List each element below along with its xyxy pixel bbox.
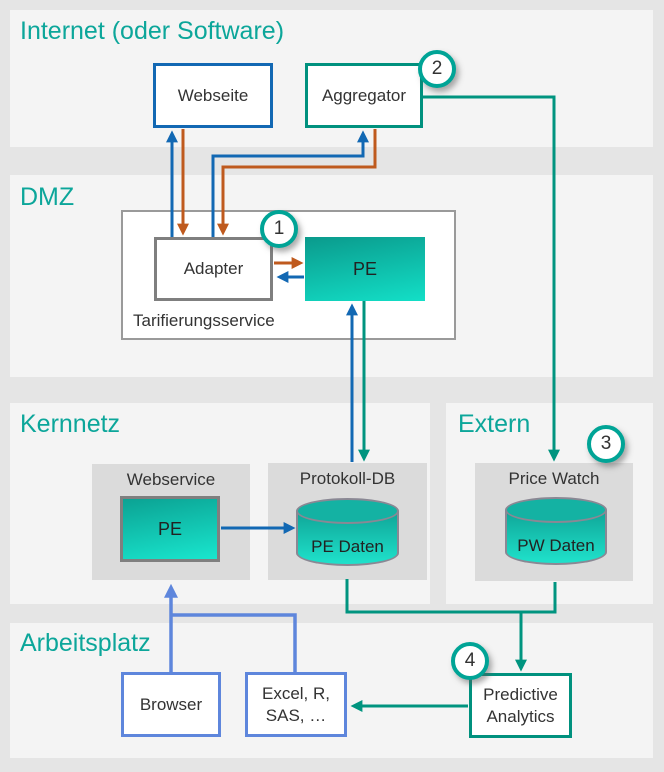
aggregator-node: Aggregator <box>305 63 423 128</box>
pw-daten-label: PW Daten <box>517 536 595 555</box>
zone-arbeitsplatz-title: Arbeitsplatz <box>20 629 151 657</box>
price-watch-panel-title: Price Watch <box>508 469 600 488</box>
browser-label: Browser <box>139 694 203 714</box>
excel-r-sas-node: Excel, R,SAS, … <box>245 672 347 737</box>
excel-r-sas-label: Excel, R,SAS, … <box>261 684 331 725</box>
tarifierungsservice-label: Tarifierungsservice <box>133 311 275 330</box>
webservice-panel-title: Webservice <box>126 470 216 489</box>
step-badge-4: 4 <box>451 642 489 680</box>
pe-daten-label: PE Daten <box>311 537 384 556</box>
pe-kernnetz-node: PE <box>120 496 220 562</box>
pe-kernnetz-label: PE <box>157 518 182 539</box>
pw-daten-cylinder-top <box>505 497 607 523</box>
step-badge-1: 1 <box>260 210 298 248</box>
webseite-node: Webseite <box>153 63 273 128</box>
webseite-label: Webseite <box>177 85 249 105</box>
pe-daten-cylinder-top <box>296 498 399 524</box>
browser-node: Browser <box>121 672 221 737</box>
adapter-label: Adapter <box>183 259 244 279</box>
protokoll-db-panel-title: Protokoll-DB <box>299 469 396 488</box>
pw-daten-database: PW Daten <box>505 497 607 565</box>
zone-kernnetz-title: Kernnetz <box>20 410 121 438</box>
zone-extern-title: Extern <box>458 410 531 438</box>
adapter-node: Adapter <box>154 237 273 301</box>
pe-dmz-node: PE <box>305 237 425 301</box>
pe-dmz-label: PE <box>352 258 377 279</box>
step-badge-2: 2 <box>418 50 456 88</box>
step-badge-3: 3 <box>587 425 625 463</box>
aggregator-label: Aggregator <box>321 85 407 105</box>
zone-internet-title: Internet (oder Software) <box>20 17 285 45</box>
pe-daten-database: PE Daten <box>296 498 399 566</box>
zone-dmz-title: DMZ <box>20 183 75 211</box>
